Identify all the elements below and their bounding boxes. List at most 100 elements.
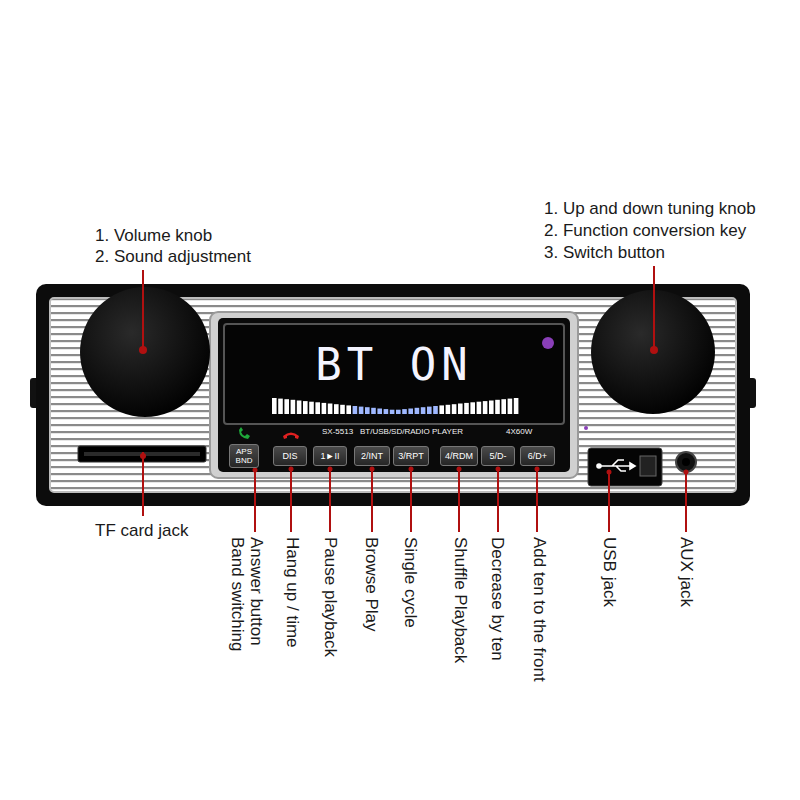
- button-label: 4/RDM: [445, 452, 473, 461]
- level-bar: [297, 401, 302, 415]
- level-bar: [353, 406, 358, 414]
- level-bar: [489, 401, 494, 415]
- level-bar: [365, 407, 370, 414]
- leader-dot: [457, 467, 462, 472]
- leader-dot: [140, 453, 146, 459]
- indicator-light: [542, 337, 554, 349]
- usb-jack: [588, 448, 662, 486]
- control-button: 5/D-: [481, 446, 515, 466]
- control-button: 6/D+: [520, 446, 555, 466]
- leader-line: [329, 468, 331, 532]
- usb-symbol: [597, 460, 635, 471]
- level-bar: [470, 402, 475, 414]
- level-bar: [483, 401, 488, 414]
- lcd-screen: [224, 324, 564, 424]
- level-bar: [421, 407, 426, 414]
- display-bezel: [210, 312, 578, 478]
- control-button: 1►II: [313, 446, 347, 466]
- callout-label: Hang up / time: [282, 537, 302, 648]
- callout-label: 2. Function conversion key: [544, 221, 746, 241]
- button-label: APS BND: [236, 447, 253, 465]
- level-bar: [501, 399, 506, 414]
- callout-label: 3. Switch button: [544, 243, 665, 263]
- aux-jack: [676, 452, 696, 472]
- level-bar: [390, 410, 395, 414]
- level-bar: [495, 400, 500, 414]
- leader-dot: [409, 467, 414, 472]
- level-bar: [346, 405, 351, 414]
- level-bar: [439, 405, 444, 414]
- leader-line: [410, 468, 412, 532]
- level-bar: [278, 399, 283, 414]
- leader-line: [685, 472, 687, 532]
- control-button: 4/RDM: [440, 446, 478, 466]
- level-bar: [303, 401, 308, 414]
- level-bar: [433, 406, 438, 414]
- level-bar: [340, 405, 345, 414]
- usb-symbol-arrow: [630, 463, 635, 469]
- level-bar: [402, 409, 407, 414]
- display-text: BT ON: [315, 340, 472, 390]
- lcd-display: BT ON: [226, 326, 562, 396]
- level-bar: [427, 407, 432, 414]
- level-bars: [272, 398, 518, 414]
- callout-label: Single cycle: [400, 537, 420, 628]
- leader-line: [608, 470, 610, 532]
- level-bar: [284, 399, 289, 414]
- button-label: 3/RPT: [398, 452, 424, 461]
- callout-label: Answer button: [246, 537, 266, 646]
- volume-knob: [80, 287, 210, 417]
- button-label: 5/D-: [489, 452, 506, 461]
- phone-icon: [283, 433, 299, 440]
- leader-line: [536, 468, 538, 532]
- callout-label: AUX jack: [676, 537, 696, 607]
- level-bar: [446, 405, 451, 414]
- level-bar: [328, 404, 333, 415]
- callout-label: TF card jack: [95, 521, 189, 541]
- callout-label: USB jack: [599, 537, 619, 607]
- aux-hole: [682, 458, 690, 466]
- usb-port: [640, 456, 656, 476]
- level-bar: [322, 403, 327, 414]
- callout-label: 1. Volume knob: [95, 226, 212, 246]
- control-button: 2/INT: [354, 446, 390, 466]
- level-bar: [408, 409, 413, 415]
- indicator-light: [584, 426, 588, 430]
- callout-label: Band switching: [227, 537, 247, 651]
- callout-label: 2. Sound adjustment: [95, 247, 251, 267]
- phone-icon: [239, 427, 250, 439]
- radio-housing: [30, 284, 756, 506]
- leader-line: [371, 468, 373, 532]
- leader-dot: [370, 467, 375, 472]
- leader-dot: [328, 467, 333, 472]
- level-bar: [334, 404, 339, 414]
- level-bar: [309, 402, 314, 414]
- leader-line: [142, 270, 144, 350]
- button-label: 6/D+: [528, 452, 547, 461]
- button-label: 2/INT: [361, 452, 383, 461]
- level-bar: [452, 404, 457, 414]
- model-marking: SX-5513: [322, 427, 353, 437]
- level-bar: [477, 402, 482, 414]
- button-label: DIS: [282, 452, 297, 461]
- control-button: DIS: [273, 446, 307, 466]
- level-bar: [291, 400, 296, 414]
- leader-line: [290, 468, 292, 532]
- leader-line: [497, 468, 499, 532]
- callout-label: Shuffle Playback: [450, 537, 470, 663]
- leader-dot: [253, 468, 258, 473]
- button-label: 1►II: [321, 452, 340, 461]
- leader-line: [142, 452, 144, 516]
- model-marking: BT/USB/SD/RADIO PLAYER: [360, 427, 463, 437]
- level-bar: [371, 408, 376, 414]
- level-bar: [384, 409, 389, 414]
- model-marking: 4X60W: [506, 427, 532, 437]
- hangup-phone-icon: [283, 433, 299, 440]
- control-button: APS BND: [229, 444, 259, 468]
- answer-phone-icon: [239, 427, 250, 439]
- usb-symbol-lines: [600, 460, 630, 471]
- level-bar: [514, 398, 519, 414]
- level-bar: [359, 407, 364, 414]
- level-bar: [272, 398, 277, 414]
